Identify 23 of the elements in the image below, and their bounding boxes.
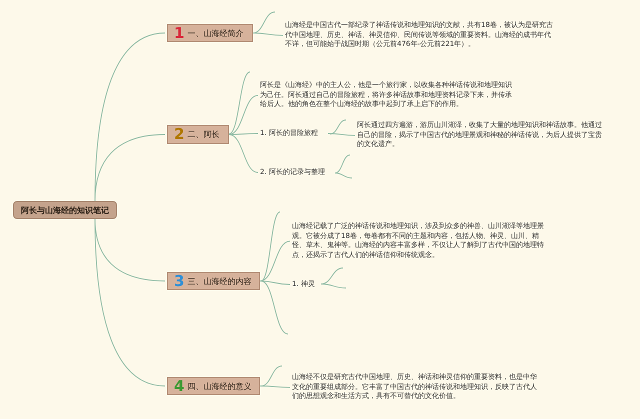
- branch-line: [228, 134, 258, 173]
- branch-line: [328, 133, 356, 136]
- topic-box: [167, 377, 260, 395]
- topic-box: [167, 272, 260, 290]
- topic-label: 一、山海经简介: [187, 28, 244, 38]
- topic-box: [167, 125, 229, 144]
- number-label: 4: [174, 378, 184, 394]
- branch-line: [260, 386, 290, 388]
- topic-label: 二、阿长: [187, 129, 220, 140]
- branch-line: [260, 280, 290, 285]
- topic-label: 三、山海经的内容: [187, 276, 252, 286]
- number-label: 1: [174, 26, 184, 40]
- root-topic-box: 阿长与山海经的知识笔记: [13, 201, 117, 219]
- topic-box: [167, 24, 253, 42]
- topic-label: 四、山海经的意义: [187, 380, 252, 392]
- branch-line: [94, 134, 166, 202]
- branch-line: [252, 32, 284, 36]
- branch-line: [260, 240, 290, 282]
- branch-line: [228, 133, 258, 135]
- branch-line: [94, 218, 166, 386]
- number-label: 2: [174, 127, 184, 142]
- branch-line: [228, 94, 258, 135]
- number-label: 3: [174, 274, 184, 288]
